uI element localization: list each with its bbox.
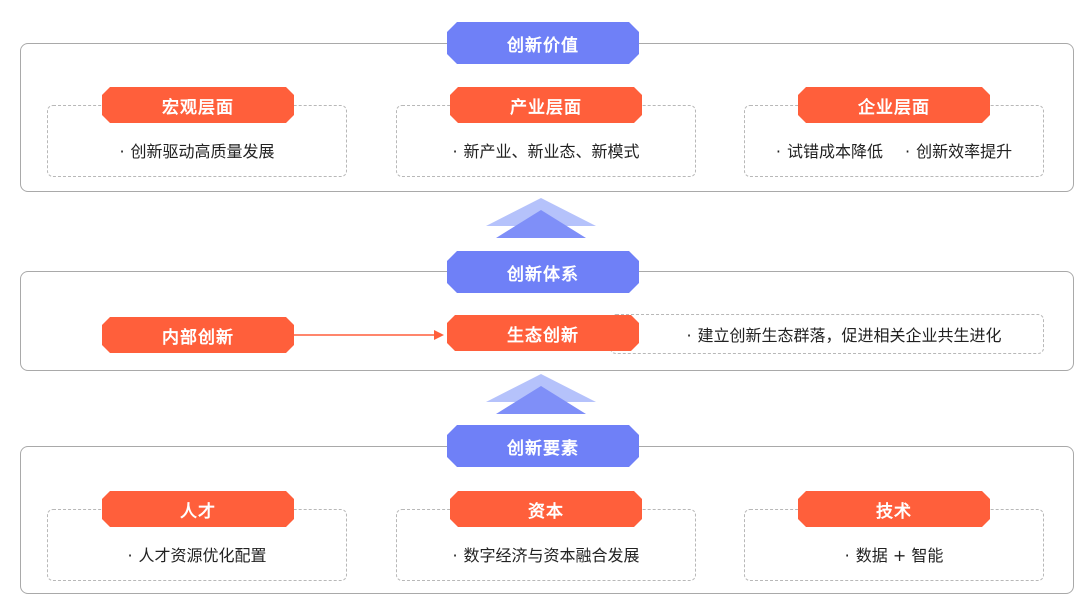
up-arrow-icon — [486, 374, 596, 414]
arrow-right-icon — [294, 330, 444, 340]
industry-level-item: 新产业、新业态、新模式 — [463, 142, 640, 161]
macro-level-label: 宏观层面 — [102, 87, 294, 123]
industry-level-label: 产业层面 — [450, 87, 642, 123]
up-arrow-dark — [496, 210, 586, 238]
internal-innovation-label: 内部创新 — [102, 317, 294, 353]
talent-item: 人才资源优化配置 — [138, 546, 267, 565]
connector-arrowhead — [434, 330, 444, 340]
up-arrow-icon — [486, 198, 596, 238]
ecosystem-innovation-label: 生态创新 — [447, 315, 639, 351]
innovation-system-title: 创新体系 — [447, 251, 639, 293]
technology-label: 技术 — [798, 491, 990, 527]
macro-level-item: 创新驱动高质量发展 — [130, 142, 275, 161]
up-arrow-dark — [496, 386, 586, 414]
innovation-elements-title: 创新要素 — [447, 425, 639, 467]
ecosystem-description: 建立创新生态群落，促进相关企业共生进化 — [697, 326, 1002, 345]
ecosystem-description-box: ·建立创新生态群落，促进相关企业共生进化 — [610, 314, 1044, 354]
enterprise-level-label: 企业层面 — [798, 87, 990, 123]
technology-item: 数据 + 智能 — [855, 546, 944, 565]
innovation-value-title: 创新价值 — [447, 22, 639, 64]
enterprise-level-item-1: 试错成本降低 — [786, 142, 883, 161]
talent-label: 人才 — [102, 491, 294, 527]
capital-item: 数字经济与资本融合发展 — [463, 546, 640, 565]
enterprise-level-item-2: 创新效率提升 — [916, 142, 1013, 161]
capital-label: 资本 — [450, 491, 642, 527]
